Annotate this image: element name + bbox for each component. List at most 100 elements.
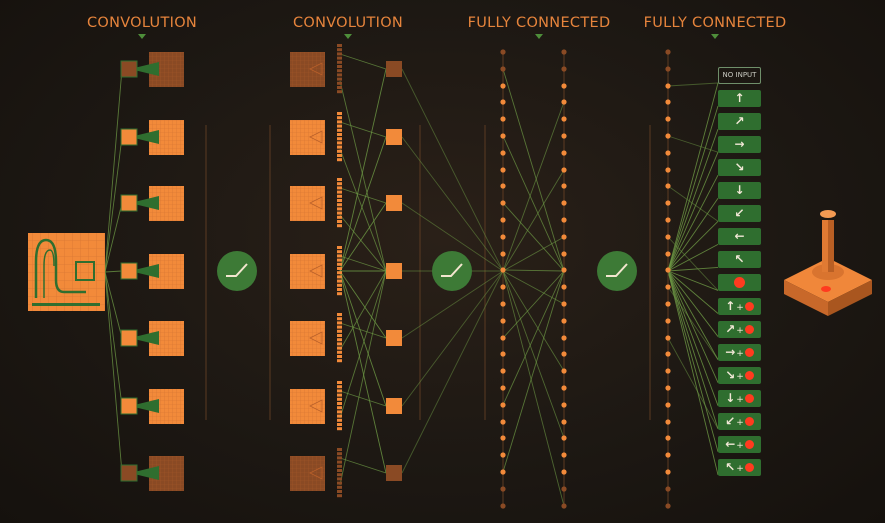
fc-neuron — [665, 469, 671, 475]
output-action-fire — [718, 274, 761, 292]
conv2-channel — [337, 60, 342, 64]
conv2-channel — [337, 275, 342, 279]
conv2-channel — [337, 427, 342, 431]
fc2-to-output-line — [667, 236, 719, 291]
direction-arrow-icon: ↗ — [725, 321, 736, 336]
fc-neuron — [500, 267, 506, 273]
fc-neuron — [665, 183, 671, 189]
conv2-to-pool-line — [339, 270, 387, 419]
fc-neuron — [665, 419, 671, 425]
conv2-channel — [337, 215, 342, 219]
fc1-to-fc2-line — [502, 270, 565, 439]
fc-neuron — [665, 234, 671, 240]
relu-activation-icon — [432, 251, 472, 291]
fc1-to-fc2-line — [502, 270, 565, 372]
plus-icon: + — [736, 394, 744, 405]
conv2-channel — [337, 112, 342, 115]
direction-arrow-icon: ↘ — [725, 367, 736, 382]
conv2-channel — [337, 292, 342, 296]
fc-neuron — [665, 318, 671, 324]
fc-neuron — [561, 49, 567, 55]
conv2-to-pool-line — [339, 270, 387, 486]
conv2-channel — [337, 194, 342, 198]
conv2-channel — [337, 190, 342, 194]
fc-neuron — [500, 402, 506, 408]
conv2-channel — [337, 203, 342, 207]
header-pointer-icon — [138, 34, 146, 39]
fc-neuron — [500, 503, 506, 509]
fc-neuron — [561, 116, 567, 122]
header-pointer-icon — [711, 34, 719, 39]
fc2-to-output-line — [667, 135, 719, 153]
conv2-feature-map-grid — [290, 120, 325, 155]
fc-neuron — [665, 435, 671, 441]
fc-neuron — [561, 419, 567, 425]
conv2-channel — [337, 414, 342, 418]
conv2-channel — [337, 154, 342, 157]
conv1-kernel-projection — [130, 130, 159, 144]
header-label: CONVOLUTION — [292, 15, 404, 31]
conv2-channel — [337, 250, 342, 254]
conv1-kernel-projection — [130, 331, 159, 345]
direction-arrow-icon: → — [725, 344, 736, 359]
joystick-fire-button — [821, 286, 831, 292]
fc1-to-fc2-line — [502, 68, 565, 272]
fc-neuron — [500, 99, 506, 105]
conv2-channel — [337, 393, 342, 397]
conv2-channel — [337, 494, 342, 498]
header-conv2: CONVOLUTION — [258, 12, 438, 39]
fc-neuron — [500, 133, 506, 139]
fc2-to-output-line — [667, 270, 719, 406]
output-action-right: → — [718, 136, 761, 154]
conv2-channel — [337, 481, 342, 485]
fc-neuron — [500, 200, 506, 206]
conv2-channel — [337, 329, 342, 333]
fire-button-icon — [744, 393, 754, 403]
fc2-to-output-line — [667, 266, 719, 272]
conv2-channel — [337, 317, 342, 321]
conv2-channel — [337, 477, 342, 481]
conv2-channel — [337, 267, 342, 270]
fc-neuron — [561, 301, 567, 307]
conv2-to-pool-line — [339, 270, 387, 351]
conv2-to-pool-line — [339, 148, 387, 272]
conv2-channel — [337, 279, 342, 283]
plus-icon: + — [736, 348, 744, 359]
conv2-pooled-unit — [386, 195, 402, 211]
relu-curve — [226, 263, 248, 277]
conv2-channel — [337, 254, 342, 258]
conv2-to-pool-line — [339, 202, 387, 272]
conv2-channel — [337, 325, 342, 329]
conv2-channel — [337, 182, 342, 186]
conv2-channel — [337, 48, 342, 52]
fc1-to-fc2-line — [502, 202, 565, 272]
fc-neuron — [561, 183, 567, 189]
relu-curve — [606, 263, 628, 277]
fc-neuron — [665, 116, 671, 122]
conv2-feature-map-grid — [290, 186, 325, 221]
conv2-channel — [337, 141, 342, 145]
conv2-channel — [337, 124, 342, 128]
output-action-down-left: ↙ — [718, 205, 761, 223]
conv2-pooled-unit — [386, 263, 402, 279]
fc-neuron — [665, 167, 671, 173]
conv2-channel — [337, 402, 342, 405]
fc-neuron — [561, 435, 567, 441]
fire-button-icon — [734, 277, 745, 289]
conv2-channel — [337, 211, 342, 215]
conv1-kernel-projection — [130, 466, 159, 480]
fc2-to-output-line — [667, 243, 719, 272]
conv2-channel — [337, 359, 342, 363]
conv2-feature-map-grid — [290, 52, 325, 87]
conv2-channel — [337, 207, 342, 211]
fc-neuron — [500, 435, 506, 441]
fc-neuron — [500, 301, 506, 307]
fc2-to-output-line — [667, 270, 719, 291]
fc-neuron — [561, 133, 567, 139]
header-fc2: FULLY CONNECTED — [625, 12, 805, 39]
conv1-kernel — [120, 262, 138, 280]
fc-neuron — [500, 116, 506, 122]
plus-icon: + — [736, 463, 744, 474]
header-label: CONVOLUTION — [86, 15, 198, 31]
fc2-to-output-line — [667, 270, 719, 452]
